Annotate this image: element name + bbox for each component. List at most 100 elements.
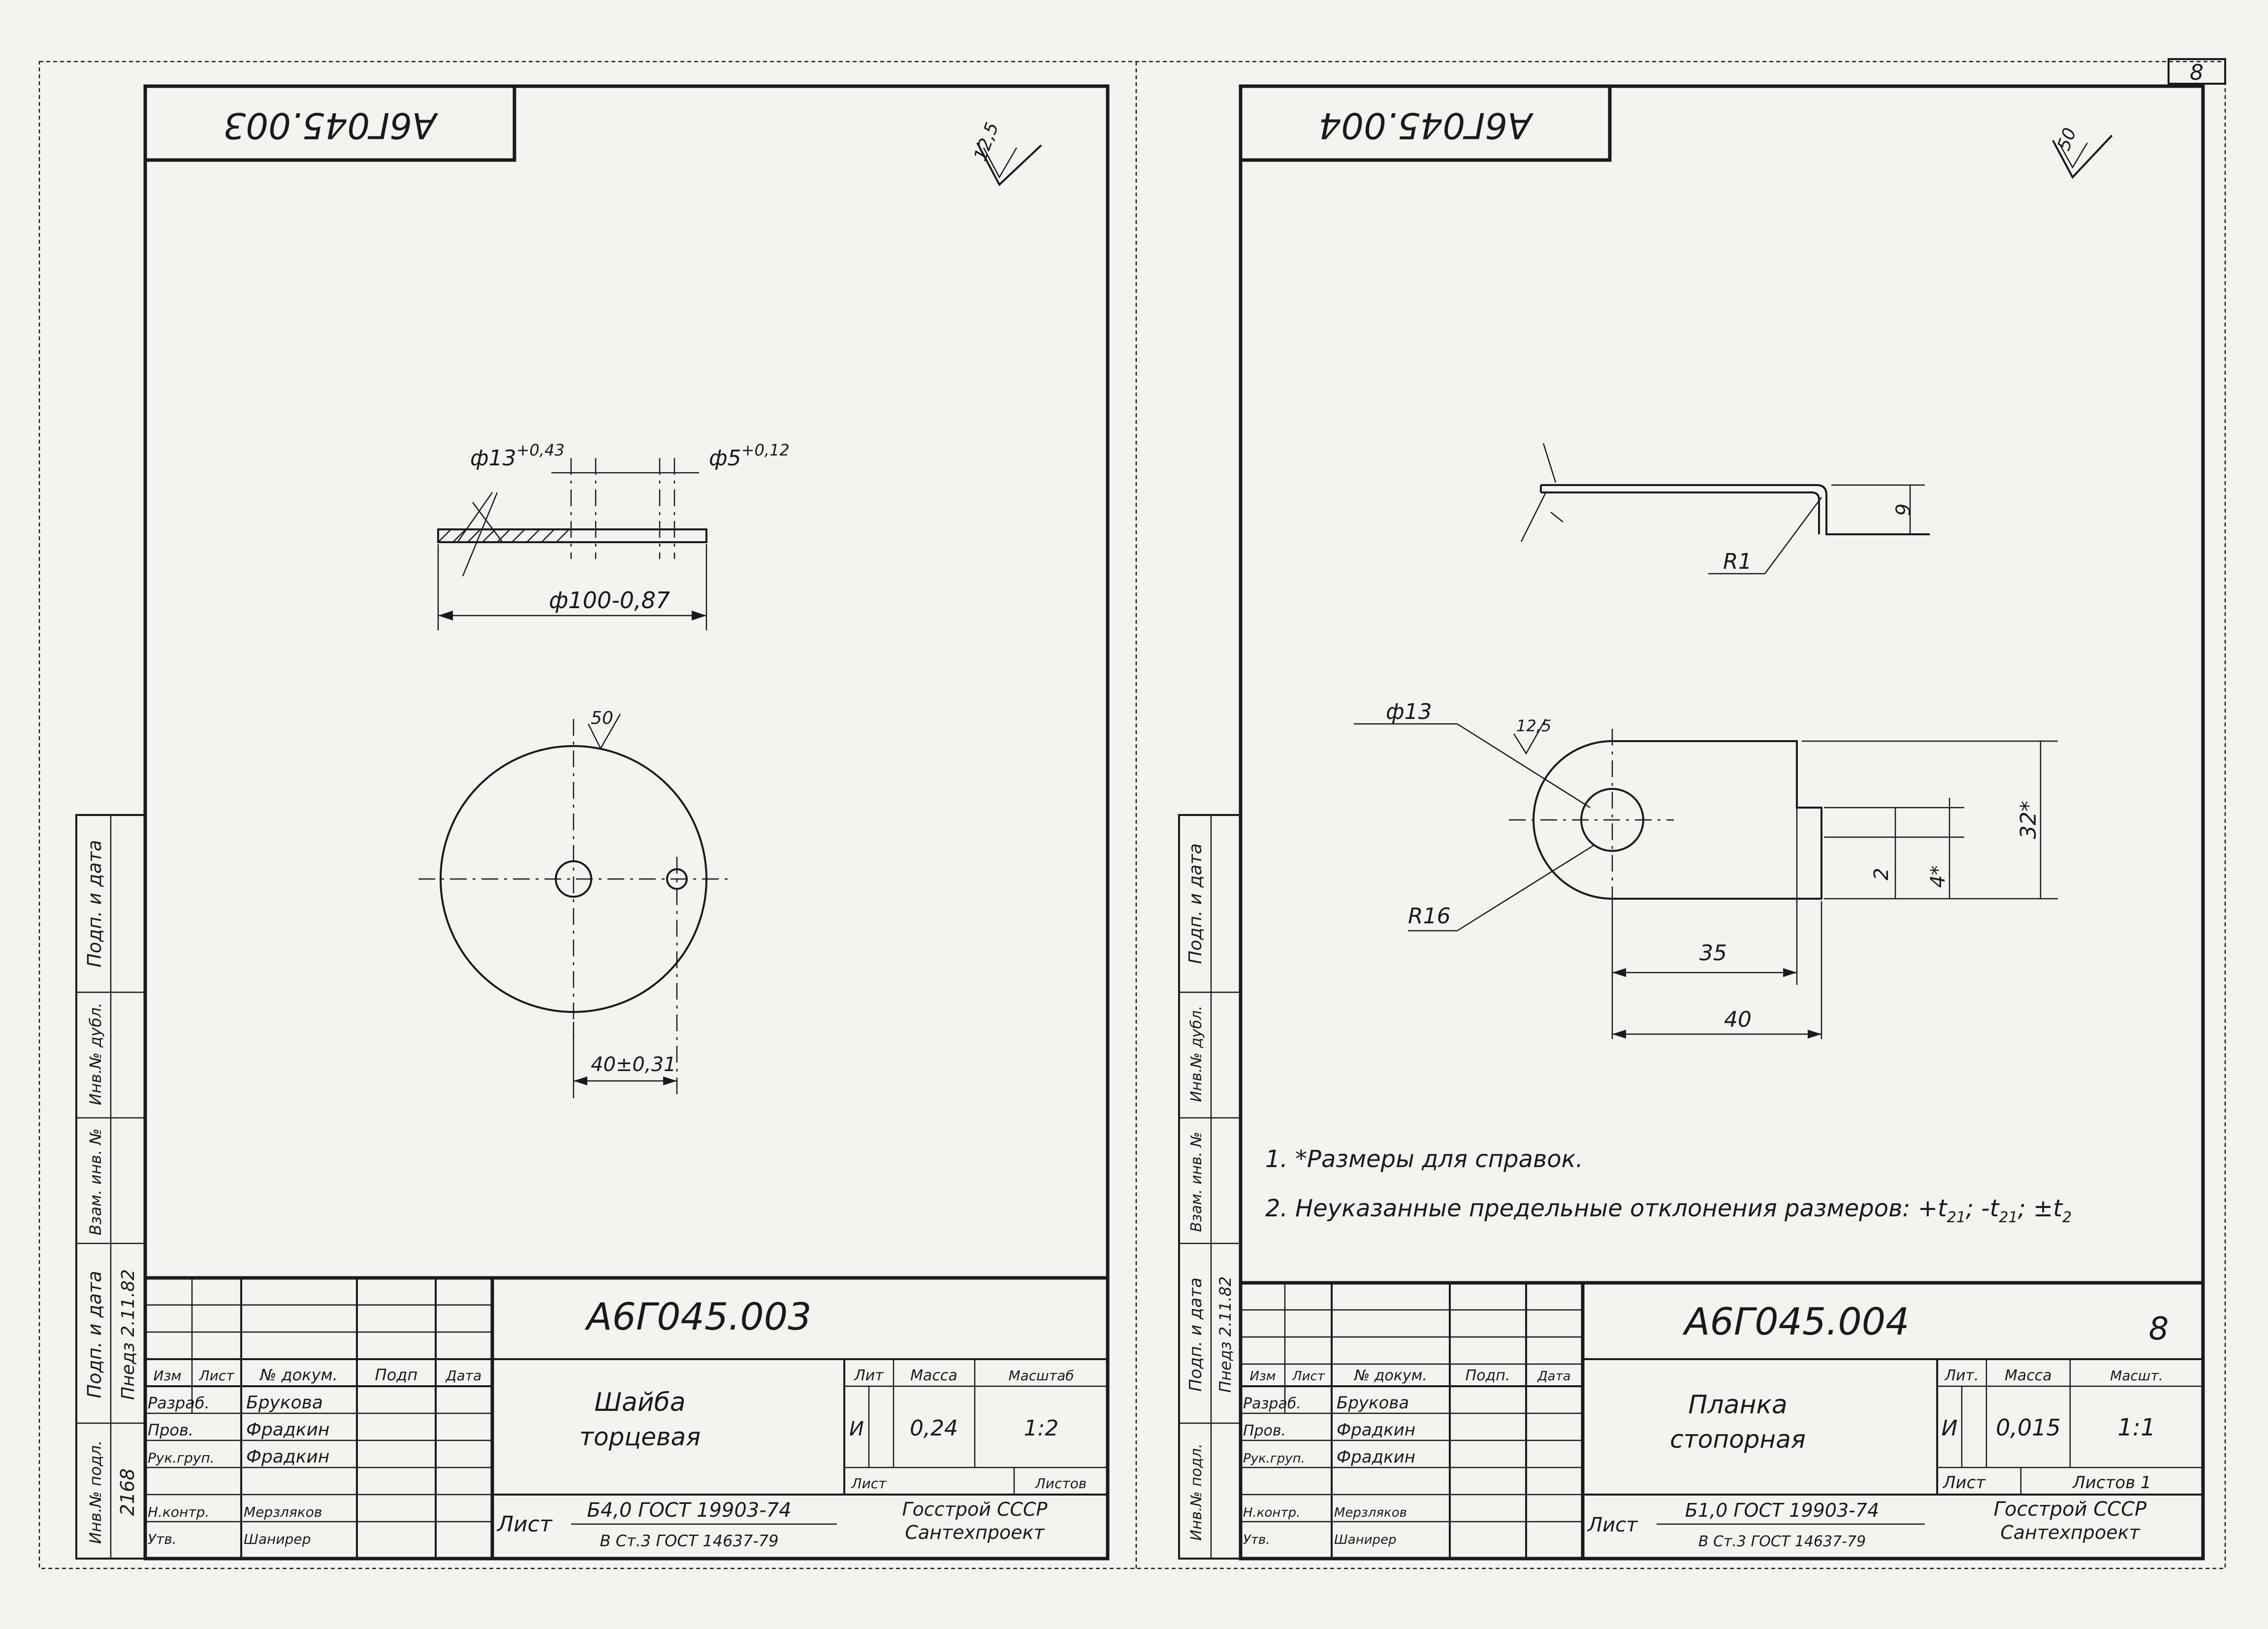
plate-side-view: 9 R1 <box>1520 443 1930 575</box>
svg-text:Инв.№ подл.: Инв.№ подл. <box>1188 1443 1205 1540</box>
right-org-1: Госстрой СССР <box>1994 1498 2147 1521</box>
svg-text:Взам. инв. №: Взам. инв. № <box>86 1128 105 1235</box>
svg-text:Масса: Масса <box>2005 1367 2052 1384</box>
svg-text:Пнедз 2.11.82: Пнедз 2.11.82 <box>118 1269 138 1400</box>
right-material-1: Б1,0 ГОСТ 19903-74 <box>1685 1499 1879 1521</box>
left-sheet: А6Г045.003 12,5 ф13+0,43 ф5+0,12 ф100-0,… <box>75 84 1110 1561</box>
svg-text:Инв.№ подл.: Инв.№ подл. <box>86 1440 105 1544</box>
svg-text:Разраб.: Разраб. <box>148 1394 210 1412</box>
svg-text:Н.контр.: Н.контр. <box>1243 1505 1300 1520</box>
height-dim: 9 <box>1892 503 1915 516</box>
left-side-stamp: Подп. и дата Инв.№ дубл. Взам. инв. № По… <box>75 814 146 1560</box>
left-title-block: А6Г045.003 Шайба торцевая Изм Лист № док… <box>143 1276 1110 1561</box>
svg-text:Лист: Лист <box>1587 1514 1638 1536</box>
dim-40: 40 <box>1724 1007 1752 1032</box>
left-org-2: Сантехпроект <box>905 1522 1045 1543</box>
right-roughness-symbol: 50 <box>2052 125 2113 179</box>
offset-dim: 40±0,31 <box>591 1053 676 1076</box>
svg-text:Лист: Лист <box>496 1512 553 1537</box>
svg-text:12,5: 12,5 <box>1516 717 1551 735</box>
svg-text:Лит.: Лит. <box>1944 1367 1979 1384</box>
svg-text:50: 50 <box>591 708 613 728</box>
left-stamp-code: А6Г045.003 <box>224 105 439 146</box>
left-stamp-box: А6Г045.003 <box>143 84 516 162</box>
svg-text:Дата: Дата <box>445 1368 482 1384</box>
svg-text:2168: 2168 <box>117 1468 138 1516</box>
svg-text:Инв.№ дубл.: Инв.№ дубл. <box>86 1003 105 1106</box>
right-sheet-page: 8 <box>2149 1311 2169 1347</box>
plate-plan-view: 32* 4* 2 35 40 ф13 12,5 R16 <box>1354 699 2058 1039</box>
right-stamp-box: А6Г045.004 <box>1239 84 1612 162</box>
svg-text:Лист: Лист <box>851 1475 887 1492</box>
right-side-stamp: Подп. и дата Инв.№ дубл. Взам. инв. № По… <box>1178 814 1242 1560</box>
left-material-2: В Ст.3 ГОСТ 14637-79 <box>600 1531 779 1550</box>
svg-text:№ докум.: № докум. <box>259 1366 338 1384</box>
left-mass-value: 0,24 <box>910 1416 958 1441</box>
dim-2: 2 <box>1870 868 1893 880</box>
svg-text:Мерзляков: Мерзляков <box>1334 1505 1407 1520</box>
svg-text:Пнедз 2.11.82: Пнедз 2.11.82 <box>1216 1276 1235 1393</box>
dim-4: 4* <box>1927 865 1949 887</box>
washer-section-view: ф13+0,43 ф5+0,12 ф100-0,87 <box>437 441 790 630</box>
svg-text:Утв.: Утв. <box>148 1531 177 1547</box>
right-mass-value: 0,015 <box>1996 1414 2061 1441</box>
svg-text:И: И <box>849 1418 864 1440</box>
svg-text:Взам. инв. №: Взам. инв. № <box>1188 1132 1205 1232</box>
svg-text:Подп. и дата: Подп. и дата <box>84 1271 105 1399</box>
page-number: 8 <box>2190 60 2204 85</box>
svg-text:Подп. и дата: Подп. и дата <box>84 840 105 968</box>
right-org-2: Сантехпроект <box>2000 1522 2140 1543</box>
svg-text:№ докум.: № докум. <box>1353 1367 1427 1384</box>
right-sheet: А6Г045.004 50 9 R1 <box>1178 84 2205 1561</box>
right-part-name-2: стопорная <box>1670 1425 1806 1454</box>
svg-text:Разраб.: Разраб. <box>1243 1395 1301 1412</box>
right-title-block: А6Г045.004 8 Планка стопорная Изм Лист №… <box>1239 1281 2205 1561</box>
page-frame: 8 <box>38 58 2226 1569</box>
left-part-name-1: Шайба <box>594 1388 685 1417</box>
svg-text:Брукова: Брукова <box>246 1393 323 1413</box>
svg-text:Изм: Изм <box>154 1368 182 1384</box>
svg-text:Масштаб: Масштаб <box>1008 1368 1074 1384</box>
svg-text:Фрадкин: Фрадкин <box>246 1447 329 1467</box>
svg-text:Пров.: Пров. <box>1243 1422 1286 1439</box>
svg-text:Подп. и дата: Подп. и дата <box>1186 1277 1206 1392</box>
bend-radius-dim: R1 <box>1723 549 1752 574</box>
svg-text:Мерзляков: Мерзляков <box>244 1504 322 1520</box>
technical-notes: 1. *Размеры для справок. 2. Неуказанные … <box>1265 1145 2072 1226</box>
left-org-1: Госстрой СССР <box>902 1499 1047 1520</box>
note-1: 1. *Размеры для справок. <box>1265 1145 1583 1173</box>
svg-text:Пров.: Пров. <box>148 1421 193 1439</box>
svg-text:Шанирер: Шанирер <box>1334 1532 1397 1547</box>
svg-text:Подп.: Подп. <box>1466 1367 1510 1384</box>
svg-text:Н.контр.: Н.контр. <box>148 1504 209 1520</box>
svg-text:12,5: 12,5 <box>970 120 1003 163</box>
washer-plan-view: 40±0,31 50 <box>418 708 729 1098</box>
left-material-1: Б4,0 ГОСТ 19903-74 <box>587 1499 791 1522</box>
right-stamp-code: А6Г045.004 <box>1319 105 1534 146</box>
left-part-name-2: торцевая <box>579 1423 701 1451</box>
svg-text:Лист: Лист <box>1942 1473 1986 1493</box>
svg-text:Шанирер: Шанирер <box>244 1531 311 1547</box>
right-part-name-1: Планка <box>1688 1390 1787 1420</box>
radius-dim: R16 <box>1408 904 1451 929</box>
svg-text:Масшт.: Масшт. <box>2110 1368 2163 1384</box>
right-drawing-code: А6Г045.004 <box>1682 1300 1910 1343</box>
svg-text:Фрадкин: Фрадкин <box>246 1420 329 1440</box>
svg-text:Лит: Лит <box>854 1367 884 1384</box>
svg-text:Фрадкин: Фрадкин <box>1337 1420 1415 1440</box>
diameter-dim: ф100-0,87 <box>549 587 670 614</box>
hole-small-dim: ф5+0,12 <box>709 441 790 471</box>
svg-text:Масса: Масса <box>910 1367 958 1384</box>
svg-text:Дата: Дата <box>1537 1369 1570 1384</box>
svg-text:Утв.: Утв. <box>1243 1532 1270 1547</box>
left-drawing-code: А6Г045.003 <box>584 1295 812 1338</box>
dim-35: 35 <box>1699 941 1727 966</box>
svg-text:И: И <box>1942 1416 1958 1441</box>
svg-text:Подп. и дата: Подп. и дата <box>1185 843 1206 964</box>
svg-text:Рук.груп.: Рук.груп. <box>1243 1451 1305 1466</box>
svg-text:Инв.№ дубл.: Инв.№ дубл. <box>1188 1006 1205 1102</box>
dim-32: 32* <box>2016 801 2041 839</box>
svg-text:Рук.груп.: Рук.груп. <box>148 1450 215 1466</box>
svg-text:Фрадкин: Фрадкин <box>1337 1447 1415 1467</box>
